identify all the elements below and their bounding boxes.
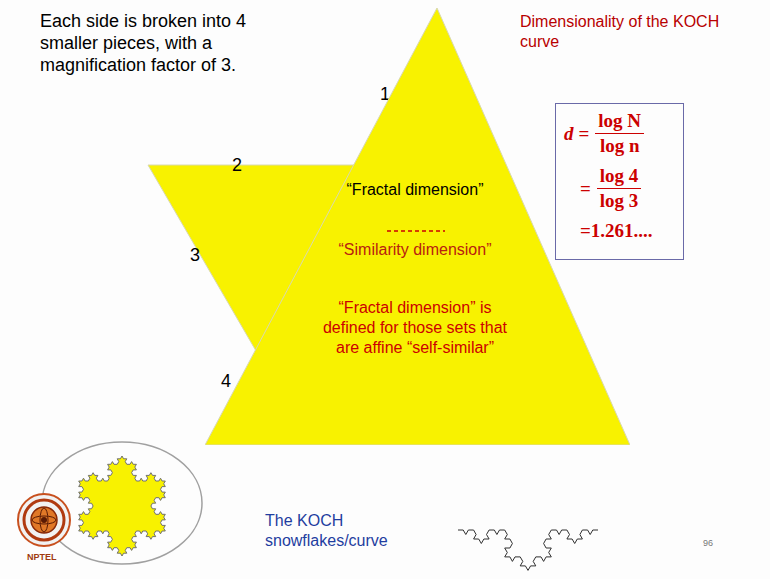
dashed-divider	[387, 230, 445, 232]
formula-row: d=log Nlog n	[564, 110, 675, 157]
callout-number: 4	[221, 371, 231, 392]
slide-subtitle: Dimensionality of the KOCH curve	[520, 12, 720, 52]
koch-curve	[458, 530, 598, 570]
concept-synonym: “Similarity dimension”	[305, 240, 525, 260]
callout-number: 2	[232, 155, 242, 176]
equals-sign: =	[580, 178, 591, 200]
formula-box: d=log Nlog n=log 4log 3=1.261....	[555, 103, 684, 260]
denominator: log 3	[597, 189, 642, 212]
denominator: log n	[597, 134, 643, 157]
fraction: log Nlog n	[595, 110, 644, 157]
formula-row: =1.261....	[564, 220, 675, 242]
concept-heading: “Fractal dimension”	[335, 180, 495, 200]
koch-snowflake	[79, 456, 166, 556]
snowflake-ellipse	[42, 442, 202, 564]
nptel-logo	[18, 494, 70, 546]
page-number: 96	[703, 538, 713, 548]
numerator: log 4	[597, 165, 642, 189]
slide-heading: Each side is broken into 4 smaller piece…	[40, 10, 302, 76]
formula-result: =1.261....	[580, 220, 653, 242]
fraction: log 4log 3	[597, 165, 642, 212]
formula-row: = log 4log 3	[564, 165, 675, 212]
concept-note: “Fractal dimension” is defined for those…	[315, 298, 515, 358]
formula-variable: d	[564, 123, 574, 145]
numerator: log N	[595, 110, 644, 134]
figure-caption: The KOCH snowflakes/curve	[265, 511, 435, 551]
equals-sign: =	[579, 123, 590, 145]
callout-number: 3	[190, 245, 200, 266]
logo-text: NPTEL	[27, 552, 57, 562]
